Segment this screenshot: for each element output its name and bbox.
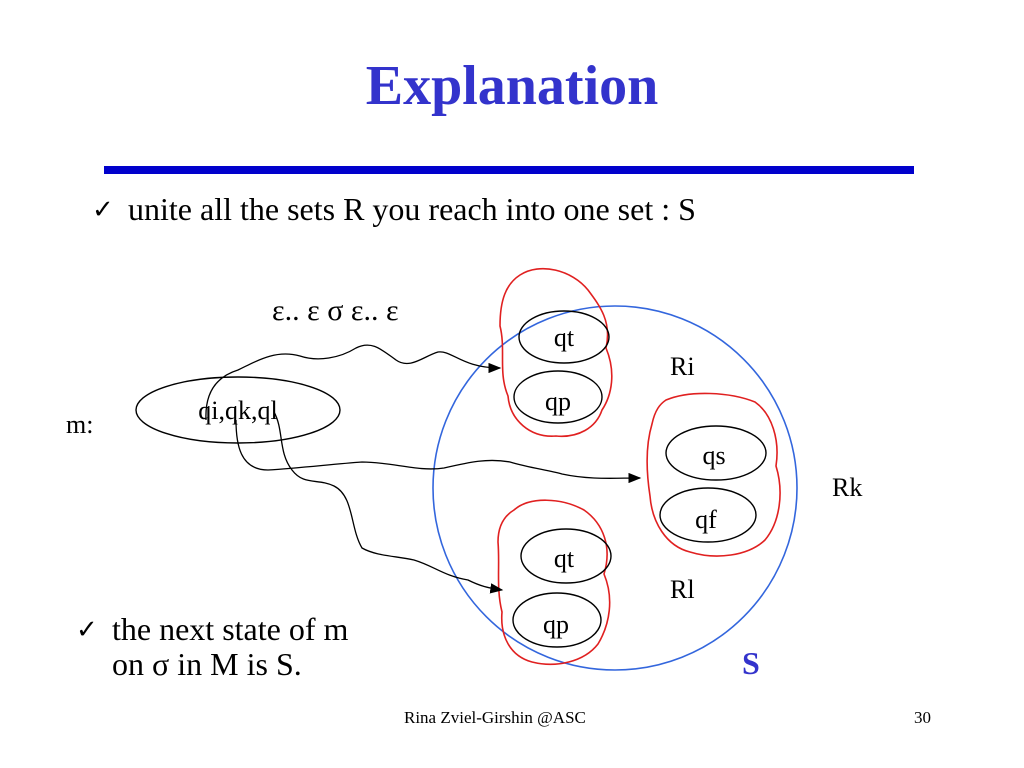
set-ri-label: Ri [670,352,695,381]
state-ri-qt [518,310,610,364]
transition-to-ri [205,344,502,421]
state-rl-qp-label: qp [543,610,569,639]
bullet-unite-sets: ✓ unite all the sets R you reach into on… [92,191,696,227]
check-icon: ✓ [92,195,114,225]
set-rk-outline [646,392,781,557]
state-rk-qf-label: qf [695,505,717,534]
machine-label: m: [66,410,93,439]
state-ri-qp-label: qp [545,387,571,416]
footer-page-number: 30 [914,708,931,727]
bullet-line-1: the next state of m [112,611,349,647]
set-ri-outline [499,267,613,437]
state-ri-qt-label: qt [554,323,575,352]
check-icon: ✓ [76,615,98,645]
bullet-next-state: ✓ the next state of m on σ in M is S. [76,611,349,683]
title-underline [104,166,914,174]
state-rk-qf [659,487,757,543]
transition-to-rl [273,411,504,594]
state-ri-qp [513,370,603,424]
union-set-circle [432,305,798,671]
set-rl-label: Rl [670,575,695,604]
source-state-label: qi,qk,ql [198,396,277,425]
state-rl-qp [512,592,602,648]
union-set-label: S [742,645,760,681]
bullet-text: unite all the sets R you reach into one … [128,191,696,227]
footer-author: Rina Zviel-Girshin @ASC [404,708,586,727]
state-rk-qs-label: qs [702,441,725,470]
state-rl-qt-label: qt [554,544,575,573]
set-rl-outline [497,499,611,666]
bullet-line-2: on σ in M is S. [112,646,302,683]
state-rk-qs [665,425,767,481]
transition-label: ε.. ε σ ε.. ε [272,294,399,327]
set-rk-label: Rk [832,473,862,502]
bullet-text: the next state of m on σ in M is S. [112,611,349,683]
state-rl-qt [520,528,612,584]
slide-title: Explanation [365,55,659,117]
transition-to-rk [235,419,642,484]
